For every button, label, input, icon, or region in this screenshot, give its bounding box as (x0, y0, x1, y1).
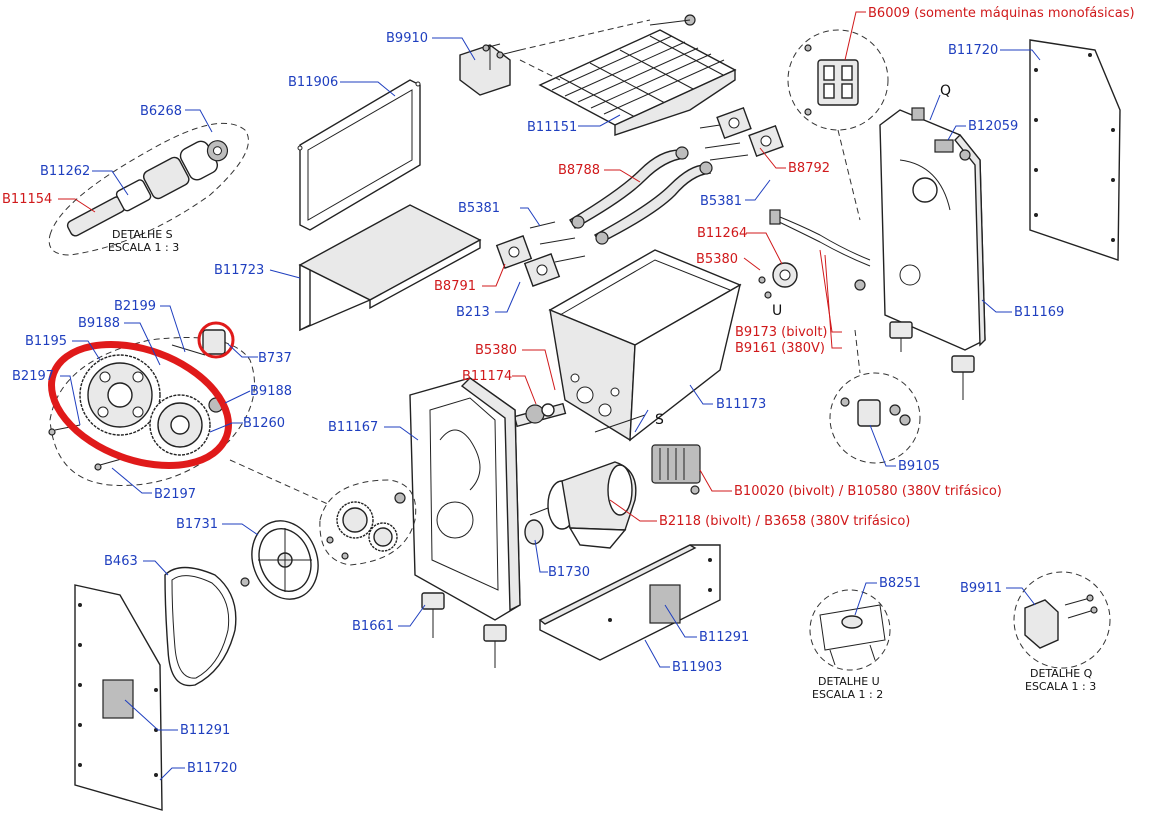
part-labels: B9910 B6009 (somente máquinas monofásica… (2, 6, 1135, 776)
label-b2199: B2199 (114, 299, 156, 314)
pulley-b1731 (240, 520, 319, 600)
panel-b11169 (879, 107, 986, 351)
label-b213: B213 (456, 305, 490, 320)
label-b463: B463 (104, 554, 138, 569)
label-b737: B737 (258, 351, 292, 366)
label-b9188-a: B9188 (78, 316, 120, 331)
label-b11291-left: B11291 (180, 723, 230, 738)
label-b10020: B10020 (bivolt) / B10580 (380V trifásico… (734, 484, 1002, 499)
label-b8788: B8788 (558, 163, 600, 178)
label-b1195: B1195 (25, 334, 67, 349)
label-b11903: B11903 (672, 660, 722, 675)
hopper-b11173 (548, 249, 742, 442)
label-b11174: B11174 (462, 369, 512, 384)
label-s-mark: S (655, 412, 664, 428)
shaft-b11174 (513, 402, 646, 433)
label-b5381-b: B5381 (700, 194, 742, 209)
label-b5380-a: B5380 (696, 252, 738, 267)
body-b11167 (409, 377, 521, 621)
label-b9161: B9161 (380V) (735, 341, 825, 356)
panel-b11720-bottom (74, 584, 163, 811)
label-b11723: B11723 (214, 263, 264, 278)
bars-b8788 (569, 146, 713, 245)
detail-u: DETALHE U ESCALA 1 : 2 (809, 589, 891, 701)
cable-b9173 (769, 209, 871, 291)
label-b5381-a: B5381 (458, 201, 500, 216)
frame-b11906 (297, 79, 421, 231)
bearing-b8791 (495, 221, 586, 287)
label-b9910: B9910 (386, 31, 428, 46)
label-b11906: B11906 (288, 75, 338, 90)
label-b11720-top: B11720 (948, 43, 998, 58)
label-b9911: B9911 (960, 581, 1002, 596)
label-b5380-b: B5380 (475, 343, 517, 358)
label-b11264: B11264 (697, 226, 747, 241)
label-b9173: B9173 (bivolt) (735, 325, 828, 340)
label-b2197-b: B2197 (154, 487, 196, 502)
detail-s-scale: ESCALA 1 : 3 (108, 241, 179, 254)
label-b1260: B1260 (243, 416, 285, 431)
panel-b11720-top (1029, 39, 1121, 261)
label-b1731: B1731 (176, 517, 218, 532)
feet-right (889, 321, 975, 400)
label-b11262: B11262 (40, 164, 90, 179)
label-b11173: B11173 (716, 397, 766, 412)
capacitor-b10020 (651, 444, 701, 495)
detail-u-scale: ESCALA 1 : 2 (812, 688, 883, 701)
label-b2197-a: B2197 (12, 369, 54, 384)
label-b9188-b: B9188 (250, 384, 292, 399)
label-b11291-right: B11291 (699, 630, 749, 645)
label-b1661: B1661 (352, 619, 394, 634)
belt-b463 (164, 566, 237, 687)
b9910-cover (459, 43, 521, 96)
label-b11154: B11154 (2, 192, 52, 207)
tray-b11723 (298, 204, 482, 332)
label-b6009: B6009 (somente máquinas monofásicas) (868, 6, 1135, 21)
detail-u-title: DETALHE U (818, 675, 880, 688)
label-b2118: B2118 (bivolt) / B3658 (380V trifásico) (659, 514, 910, 529)
label-b8251: B8251 (879, 576, 921, 591)
leader-lines (58, 11, 1041, 781)
highlight-circle-b737 (197, 321, 235, 359)
label-b11720-bottom: B11720 (187, 761, 237, 776)
motor-b2118 (524, 461, 637, 549)
bearing-b8792 (699, 106, 784, 161)
detail-b6009 (787, 29, 889, 131)
detail-s-title: DETALHE S (112, 228, 173, 241)
label-b8791: B8791 (434, 279, 476, 294)
label-b1730: B1730 (548, 565, 590, 580)
base-b11903 (538, 544, 721, 661)
detail-q-title: DETALHE Q (1030, 667, 1093, 680)
label-b6268: B6268 (140, 104, 182, 119)
label-u-mark: U (772, 303, 782, 319)
grid-b11151 (538, 14, 737, 136)
detail-b9105 (829, 372, 921, 464)
gear-assembly-b1195 (48, 329, 255, 486)
label-b11167: B11167 (328, 420, 378, 435)
detail-q: DETALHE Q ESCALA 1 : 3 (1013, 571, 1111, 693)
knob-b11264 (758, 262, 798, 299)
highlight-ellipse (48, 340, 232, 470)
label-b12059: B12059 (968, 119, 1018, 134)
gear-assembly-small (319, 479, 417, 566)
feet-body (421, 592, 507, 668)
label-b9105: B9105 (898, 459, 940, 474)
label-b11169: B11169 (1014, 305, 1064, 320)
label-q-top: Q (940, 83, 951, 99)
label-b8792: B8792 (788, 161, 830, 176)
detail-q-scale: ESCALA 1 : 3 (1025, 680, 1096, 693)
detail-s-group: DETALHE S ESCALA 1 : 3 (48, 122, 249, 256)
label-b11151: B11151 (527, 120, 577, 135)
